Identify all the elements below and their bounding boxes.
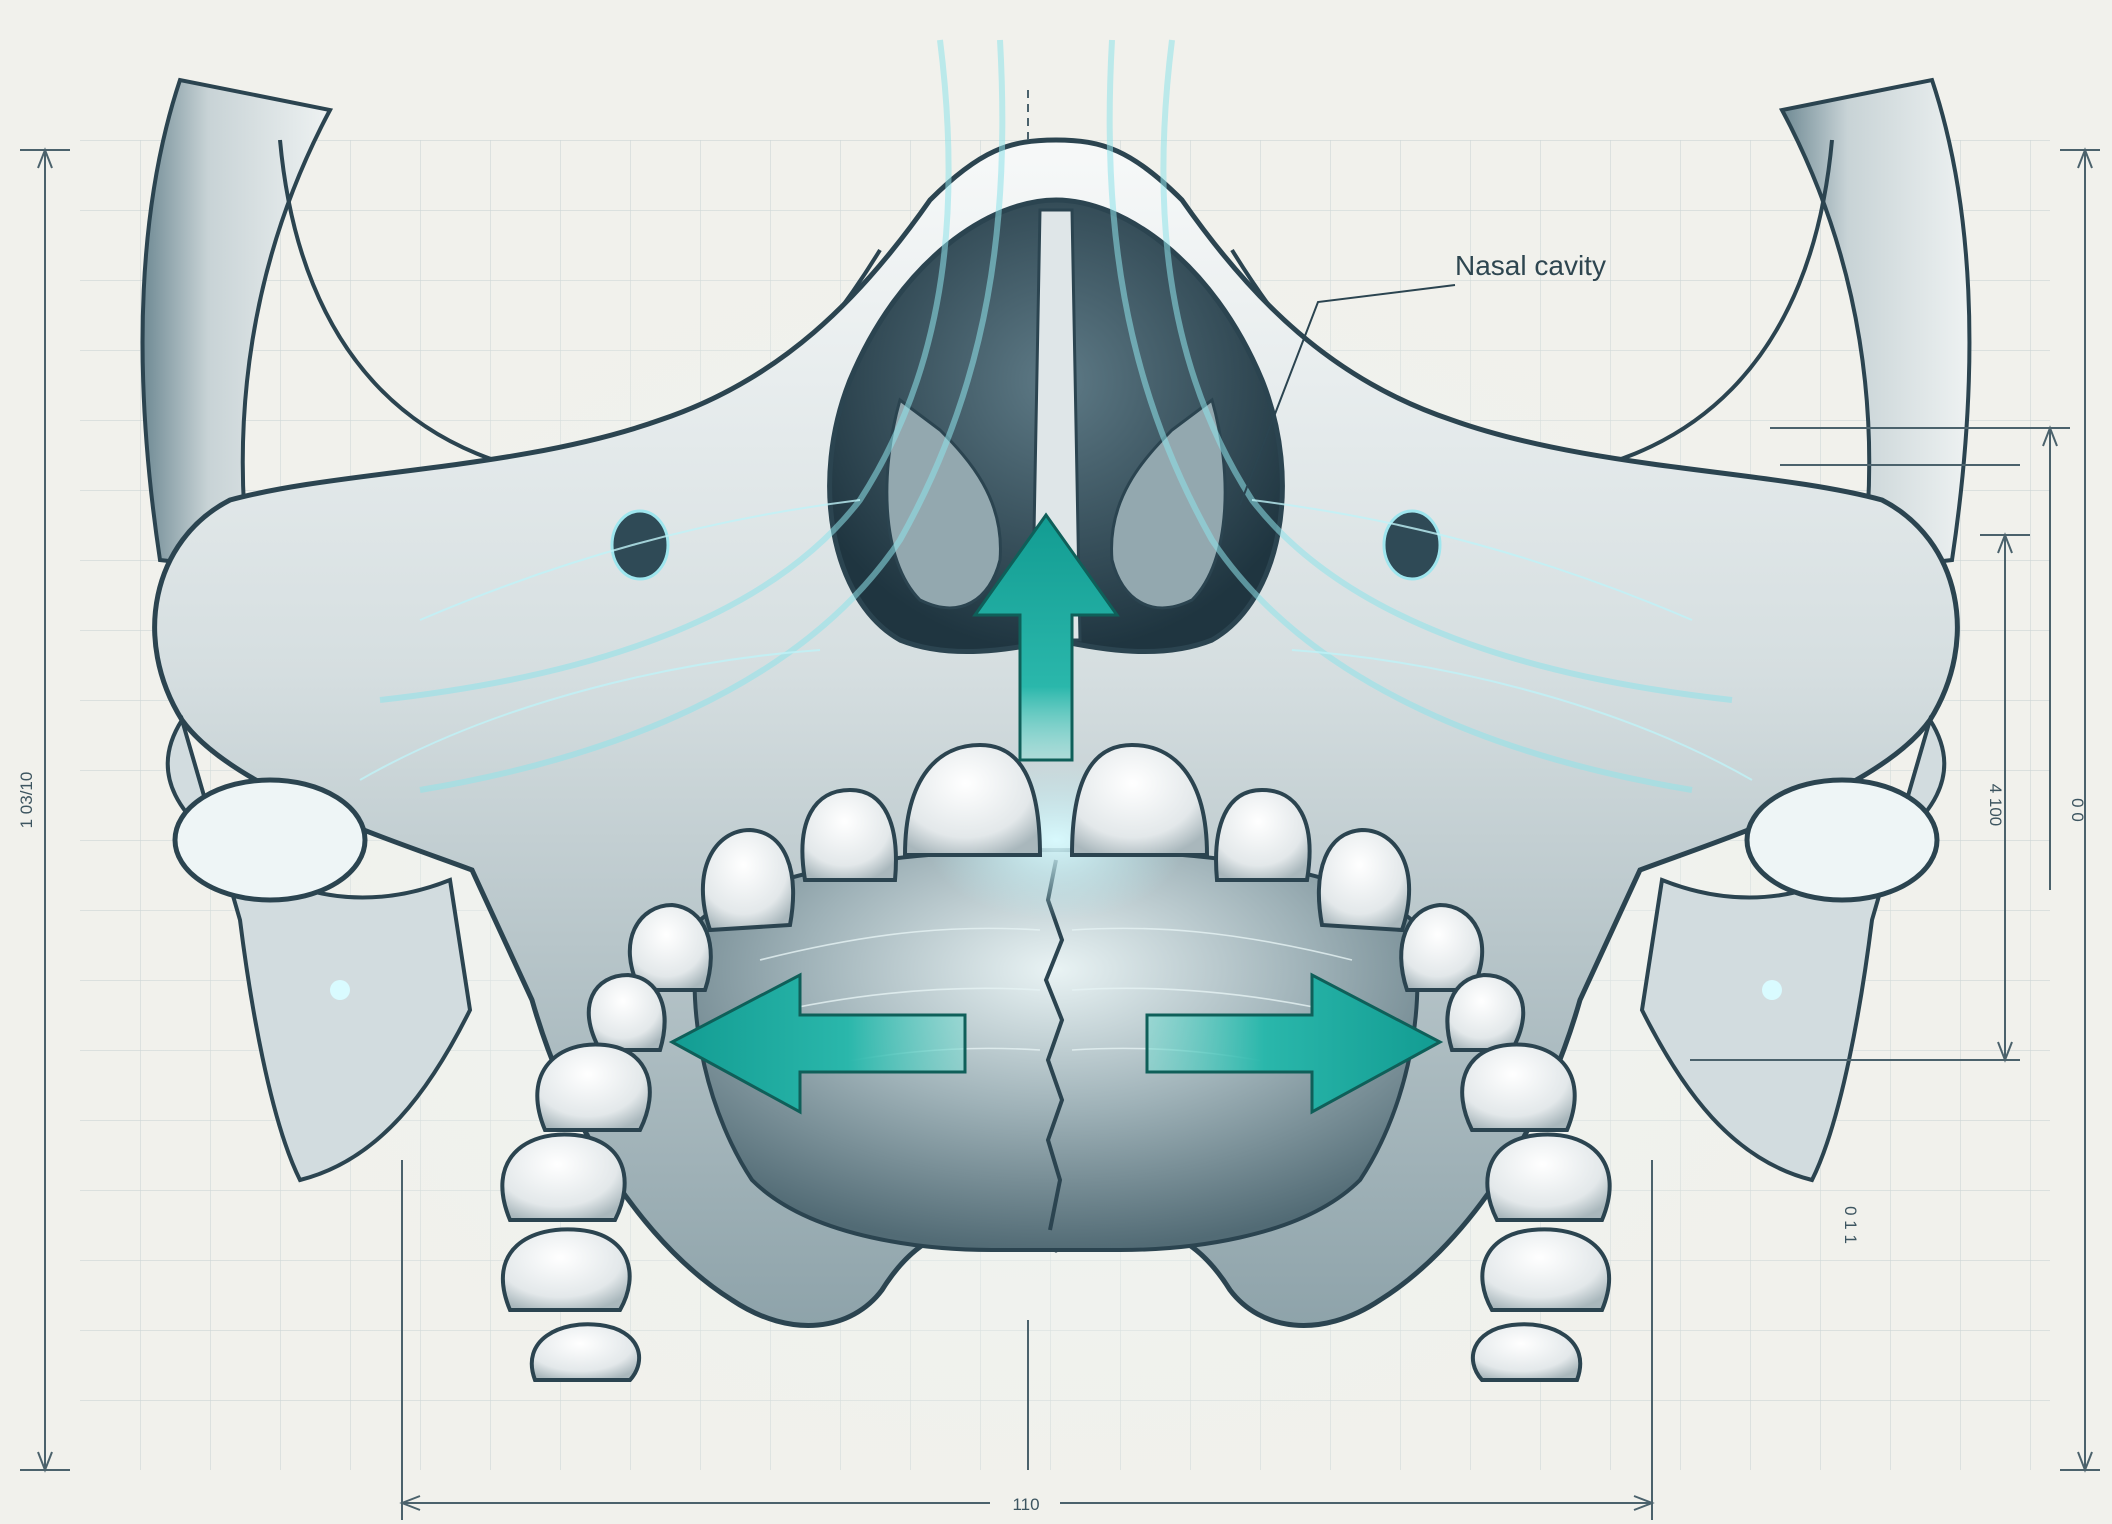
tooth (532, 1324, 639, 1380)
tooth (537, 1044, 650, 1130)
nasal-cavity-label: Nasal cavity (1455, 250, 1606, 281)
tooth (1216, 790, 1310, 880)
tooth (802, 790, 896, 880)
tooth (502, 1134, 624, 1220)
tooth (1319, 830, 1409, 930)
right-inner-dimension-label: 4 100 (1986, 784, 2005, 827)
tooth (1462, 1044, 1575, 1130)
left-highlight-dot (330, 980, 350, 1000)
right-highlight-dot (1762, 980, 1782, 1000)
right-infraorbital-foramen (1384, 511, 1440, 579)
right-small-dimension-label: 0 1 1 (1841, 1206, 1860, 1244)
right-lateral-foramen (1747, 780, 1937, 900)
tooth (703, 830, 793, 930)
tooth (1447, 975, 1523, 1050)
tooth (589, 975, 665, 1050)
left-lateral-foramen (175, 780, 365, 900)
tooth (1482, 1229, 1609, 1310)
tooth (1473, 1324, 1580, 1380)
tooth (503, 1229, 630, 1310)
bottom-dimension-label: 110 (1012, 1495, 1039, 1514)
tooth (1487, 1134, 1609, 1220)
left-infraorbital-foramen (612, 511, 668, 579)
left-dimension-label: 1 03/10 (17, 772, 36, 829)
right-outer-dimension-label: 0 0 (2068, 798, 2087, 822)
